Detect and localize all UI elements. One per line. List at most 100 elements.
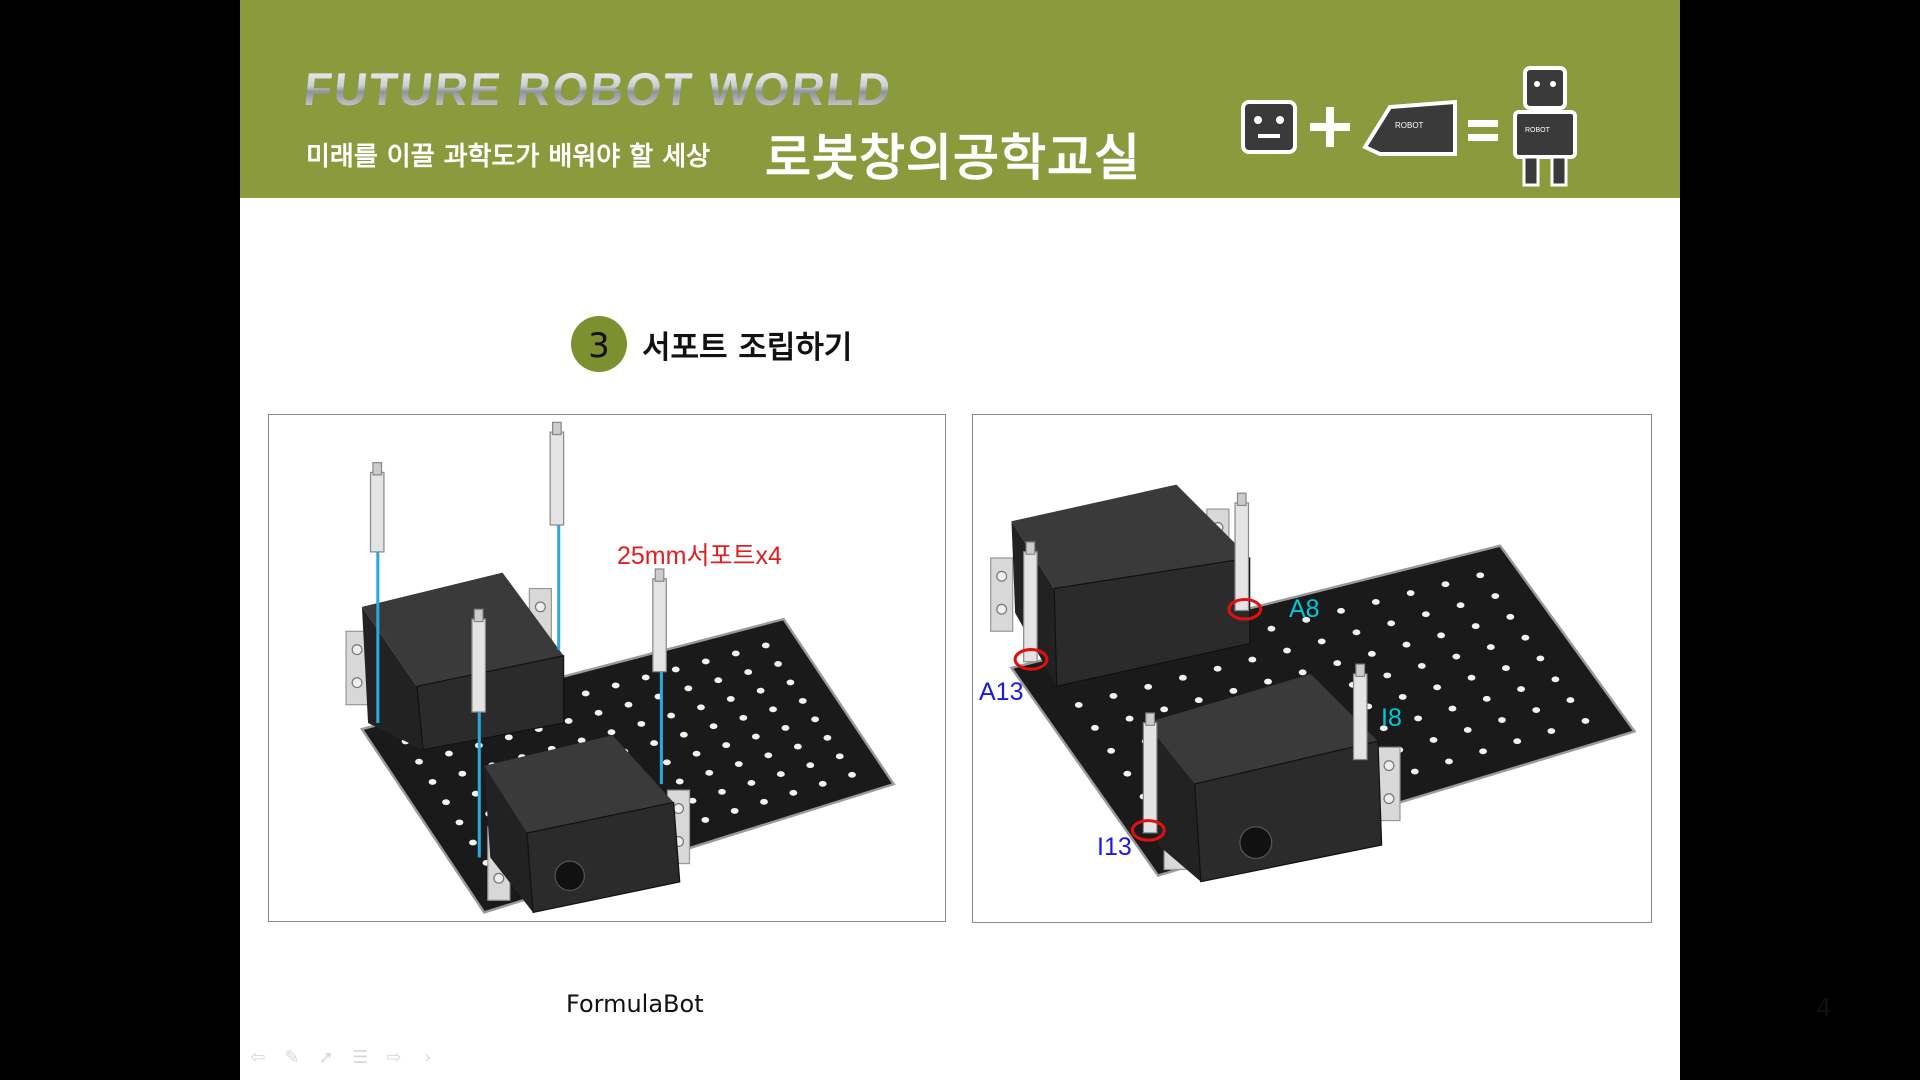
board-hole: [1194, 697, 1203, 704]
board-hole: [1452, 653, 1461, 660]
left-assembly-image: 25mm서포트x4: [268, 414, 946, 922]
board-hole: [1421, 611, 1430, 618]
board-hole: [1125, 715, 1134, 722]
board-hole: [692, 750, 701, 757]
arrow-right-icon[interactable]: ⇨: [386, 1047, 402, 1068]
board-hole: [1437, 632, 1446, 639]
board-hole: [751, 733, 760, 740]
board-hole: [718, 788, 726, 795]
board-hole: [1482, 695, 1491, 702]
menu-icon[interactable]: ☰: [352, 1047, 369, 1068]
board-hole: [811, 716, 819, 723]
board-hole: [1551, 676, 1560, 683]
standoff-thread: [372, 462, 383, 476]
board-hole: [1479, 748, 1487, 755]
board-hole: [469, 839, 477, 846]
board-hole: [1502, 665, 1510, 672]
standoff-thread: [1236, 492, 1247, 507]
board-hole: [1429, 736, 1438, 743]
board-hole: [641, 674, 650, 681]
board-hole: [1317, 638, 1326, 645]
board-hole: [679, 731, 688, 738]
board-hole: [1536, 655, 1545, 662]
board-hole: [1433, 684, 1442, 691]
board-hole: [701, 658, 710, 665]
arrow-left-icon[interactable]: ⇦: [250, 1047, 266, 1068]
board-hole: [1074, 702, 1083, 708]
board-hole: [1467, 674, 1476, 681]
board-hole: [1298, 669, 1307, 676]
slideshow-controls: ⇦ ✎ ➚ ☰ ⇨ ›: [250, 1048, 436, 1068]
board-hole: [769, 706, 777, 713]
support-quantity-label: 25mm서포트x4: [617, 542, 782, 570]
board-hole: [415, 758, 423, 765]
highlight-circle: [1227, 597, 1263, 621]
board-hole: [1091, 724, 1099, 731]
board-hole: [688, 797, 697, 804]
board-hole: [1406, 590, 1415, 596]
board-hole: [1283, 647, 1291, 654]
support-standoff: [1023, 551, 1038, 663]
board-hole: [594, 709, 603, 716]
classroom-title: 로봇창의공학교실: [765, 129, 1141, 187]
board-hole: [1456, 602, 1465, 609]
board-hole: [684, 685, 693, 692]
board-hole: [722, 742, 731, 749]
board-hole: [744, 669, 753, 676]
support-standoff: [652, 578, 667, 673]
board-hole: [1387, 620, 1396, 627]
board-hole: [756, 687, 765, 694]
board-hole: [776, 771, 785, 778]
pointer-icon[interactable]: ➚: [318, 1047, 334, 1068]
board-hole: [697, 704, 705, 711]
servo-top: [1011, 484, 1250, 589]
position-label-a13: A13: [979, 678, 1024, 706]
servo-front: [1053, 557, 1251, 687]
servo-side: [484, 765, 534, 913]
screw-icon: [1383, 793, 1395, 805]
board-hole: [818, 780, 827, 787]
board-hole: [848, 771, 856, 778]
board-hole: [761, 642, 770, 649]
support-standoff: [549, 431, 565, 526]
board-hole: [1213, 665, 1222, 672]
board-hole: [774, 660, 783, 667]
standoff-thread: [1025, 541, 1036, 555]
chevron-right-icon[interactable]: ›: [424, 1047, 432, 1068]
board-hole: [445, 750, 453, 757]
board-hole: [428, 778, 437, 785]
tagline: 미래를 이끌 과학도가 배워야 할 세상: [306, 142, 711, 172]
board-hole: [671, 666, 680, 673]
board-hole: [663, 759, 671, 766]
brand-title: FUTURE ROBOT WORLD: [301, 63, 895, 115]
board-hole: [1367, 650, 1376, 657]
board-hole: [442, 799, 450, 806]
board-hole: [1491, 593, 1500, 599]
board-hole: [1178, 674, 1187, 681]
board-hole: [781, 725, 790, 731]
metal-bracket: [990, 557, 1014, 632]
screw-icon: [996, 603, 1008, 615]
board-hole: [760, 798, 768, 805]
board-hole: [577, 737, 586, 744]
board-hole: [1383, 672, 1392, 679]
standoff-thread: [654, 568, 665, 582]
board-hole: [739, 714, 748, 721]
board-hole: [1410, 768, 1419, 775]
step-number-badge: 3: [571, 316, 627, 372]
pen-icon[interactable]: ✎: [284, 1047, 300, 1068]
metal-bracket: [1377, 746, 1401, 822]
board-hole: [1506, 613, 1515, 620]
screw-icon: [351, 677, 363, 689]
step-title: 서포트 조립하기: [642, 330, 853, 366]
board-hole: [1371, 599, 1380, 605]
servo-front: [416, 655, 565, 751]
board-hole: [1521, 634, 1530, 641]
board-hole: [650, 740, 659, 747]
board-hole: [1486, 644, 1495, 651]
support-standoff: [1234, 502, 1250, 612]
board-hole: [1333, 660, 1342, 667]
slide: FUTURE ROBOT WORLD 미래를 이끌 과학도가 배워야 할 세상 …: [240, 0, 1831, 1080]
servo-horn: [554, 860, 586, 892]
board-hole: [1264, 678, 1272, 685]
